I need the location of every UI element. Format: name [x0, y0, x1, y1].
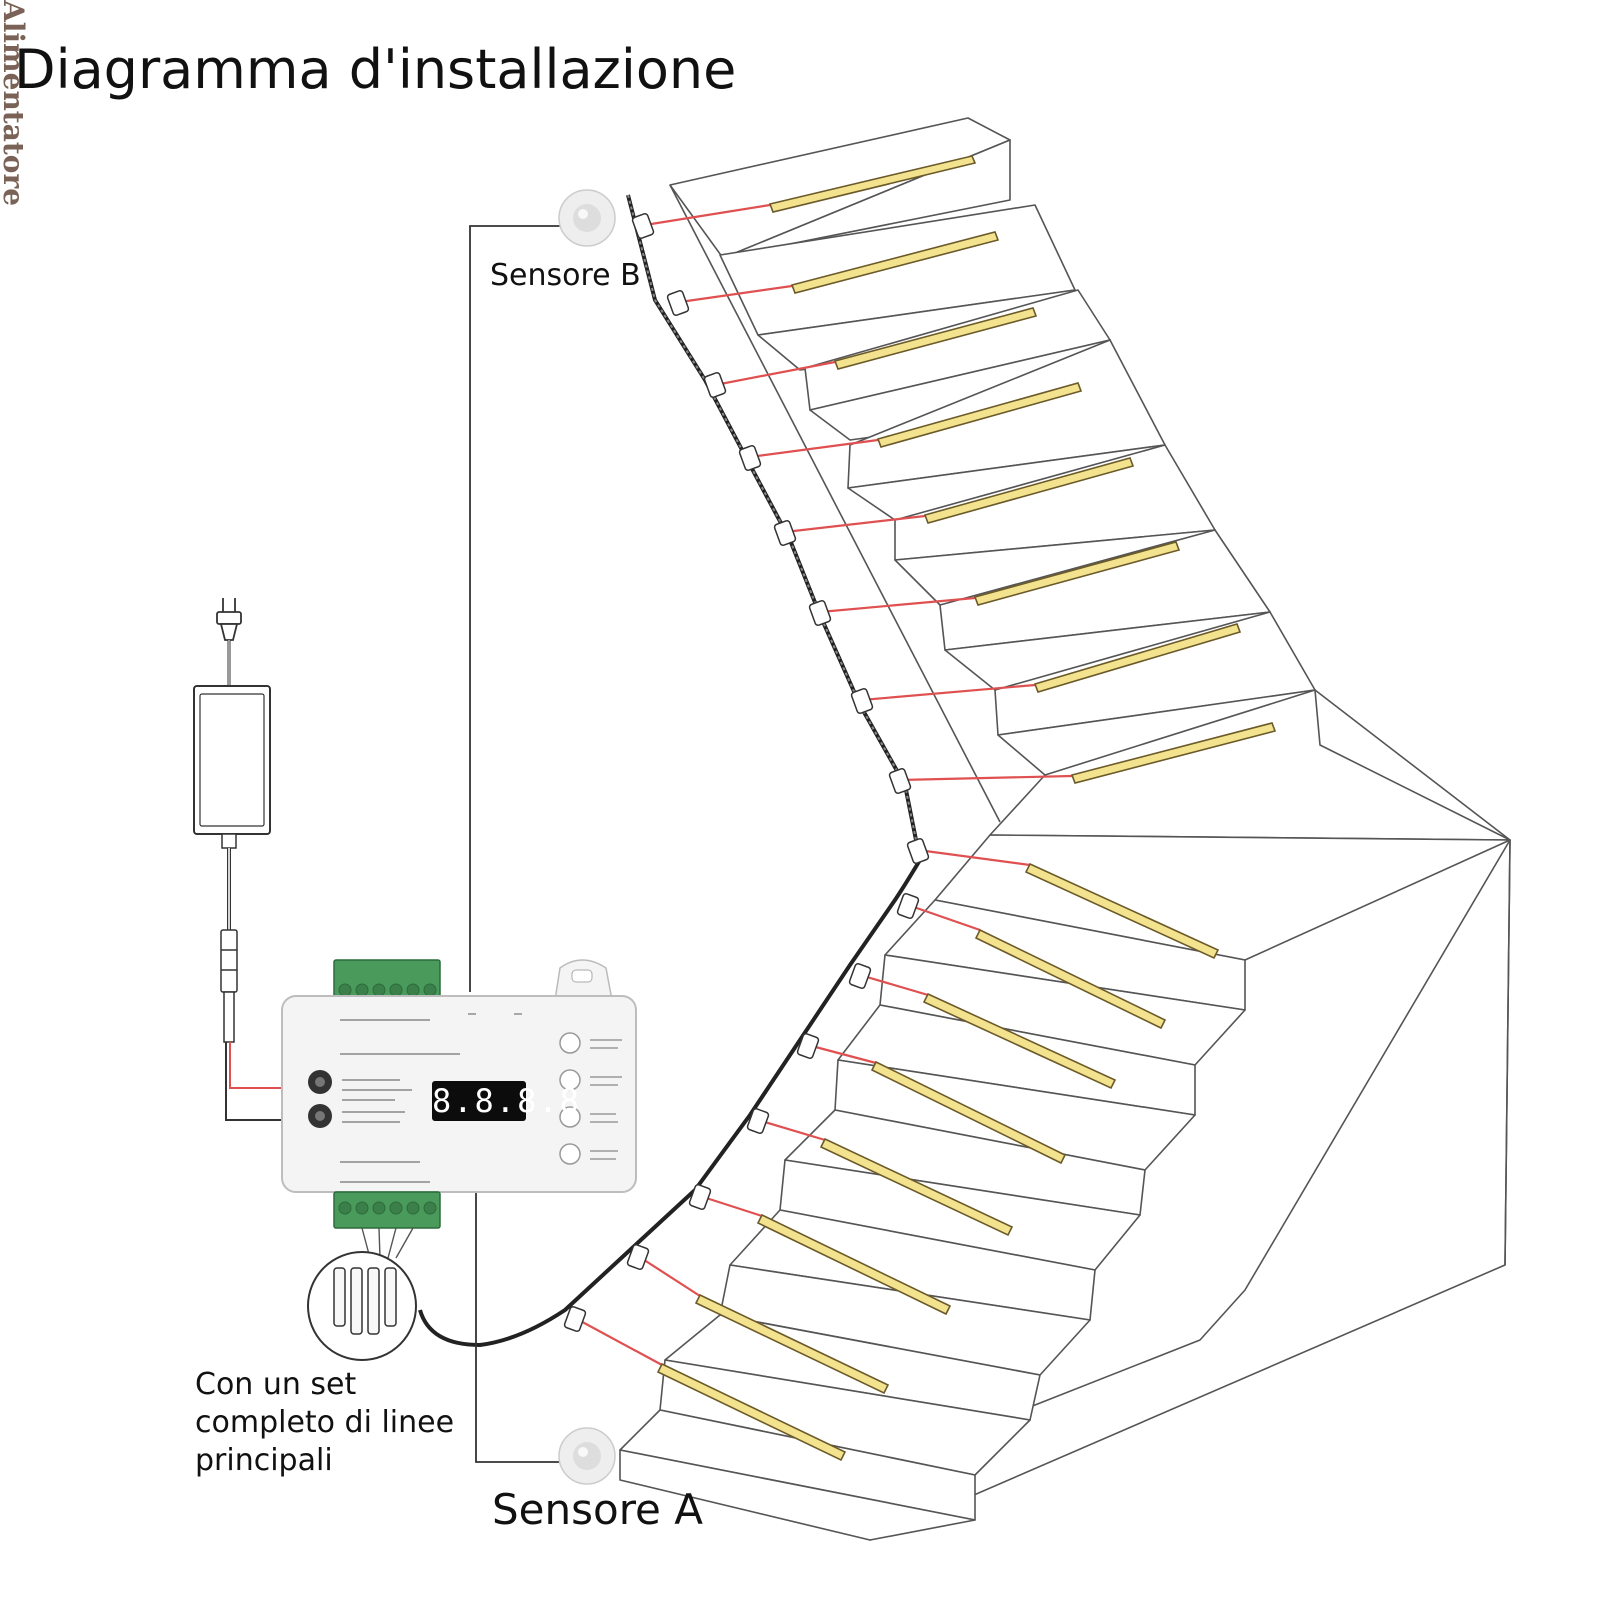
led-strip-icon: [833, 307, 1038, 370]
sensor-wires: [469, 225, 562, 1463]
power-plug-icon: [216, 598, 242, 686]
controller-digit-display: 8.8.8.8: [432, 1081, 581, 1121]
led-strip-icon: [656, 1362, 847, 1462]
power-wire-positive: [229, 1042, 284, 1089]
pir-sensor-icon: [558, 1427, 616, 1485]
wire-connector-icon: [688, 1184, 712, 1210]
wire-connector-icon: [888, 768, 912, 794]
wire-connector-icon: [848, 963, 872, 989]
sensor-b-label: Sensore B: [490, 258, 641, 293]
sensor-a-label: Sensore A: [492, 1485, 703, 1534]
led-strip-icon: [973, 541, 1181, 606]
led-strip-icon: [974, 928, 1167, 1030]
wire-connectors: [563, 213, 930, 1332]
wire-connector-icon: [850, 688, 874, 714]
wire-connector-icon: [773, 520, 797, 546]
wire-connector-icon: [906, 838, 930, 864]
led-strip-icon: [768, 155, 977, 213]
led-strip-icon: [694, 1293, 890, 1395]
power-supply-label: Alimentatore: [0, 0, 30, 207]
red-wires: [574, 203, 1073, 1366]
wire-connector-icon: [808, 600, 832, 626]
wire-connector-icon: [631, 213, 655, 239]
cable-magnifier: [307, 1251, 417, 1361]
main-lines-label: Con un set completo di linee principali: [195, 1367, 455, 1478]
wire-connector-icon: [666, 290, 690, 316]
main-cable-texture: [627, 194, 921, 861]
wire-connector-icon: [563, 1306, 587, 1332]
led-strip-icon: [922, 992, 1117, 1090]
page-title: Diagramma d'installazione: [14, 38, 737, 101]
led-strip-icon: [790, 231, 1000, 294]
wire-connector-icon: [703, 372, 727, 398]
led-strip-icon: [1024, 862, 1220, 960]
led-strip-icon: [1070, 722, 1277, 784]
led-strips: [656, 155, 1277, 1462]
lower-stair-flight: [619, 834, 1511, 1541]
pir-sensor-icon: [558, 189, 616, 247]
led-strip-icon: [870, 1060, 1067, 1165]
power-supply-label-wrap: Alimentatore: [0, 0, 32, 210]
wire-connector-icon: [896, 893, 920, 919]
upper-stair-flight: [669, 117, 1511, 841]
led-strip-icon: [819, 1137, 1014, 1237]
led-strip-icon: [876, 382, 1083, 448]
wire-connector-icon: [746, 1108, 770, 1134]
power-wire-negative: [225, 1042, 284, 1121]
led-strip-icon: [1033, 623, 1242, 693]
wire-connector-icon: [796, 1033, 820, 1059]
led-strip-icon: [923, 457, 1135, 524]
led-strip-icon: [756, 1213, 952, 1316]
wire-connector-icon: [738, 445, 762, 471]
wire-connector-icon: [626, 1244, 650, 1270]
power-adapter-icon: [193, 685, 271, 1043]
